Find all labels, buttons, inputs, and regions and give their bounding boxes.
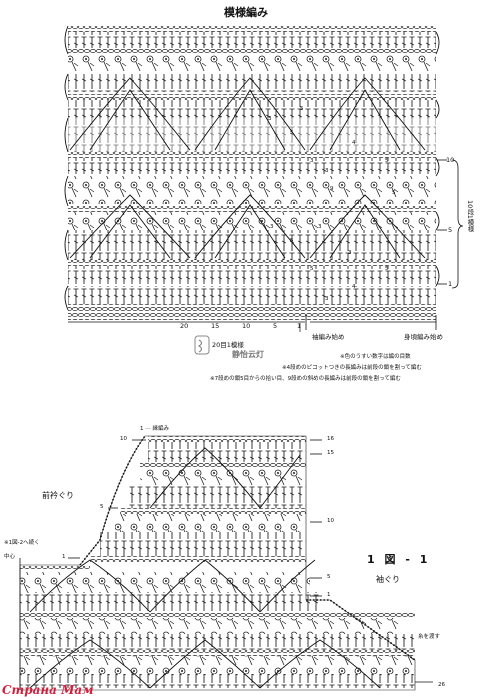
row-number: 3 bbox=[325, 168, 329, 174]
continue-note: ※1図-2へ続く bbox=[4, 540, 40, 546]
bottom-mark-26: 26 bbox=[438, 682, 445, 688]
right-mark-5: 5 bbox=[448, 226, 453, 234]
row-number: 4 bbox=[352, 284, 356, 290]
row-number: 3 bbox=[348, 250, 352, 256]
right-mark-1: 1 bbox=[327, 592, 331, 598]
row-number: 3 bbox=[310, 158, 314, 164]
armhole-label: 袖ぐり bbox=[376, 575, 400, 584]
pattern-repeat-bracket bbox=[451, 159, 464, 289]
stitch-count-15: 15 bbox=[211, 322, 220, 330]
note-line-3: ※7段めの鎖5目からの拾い目、9段めの斜めの長編みは前段の鎖を割って編む bbox=[210, 376, 401, 382]
note-line-1: ※色のうすい数字は編の目数 bbox=[340, 354, 411, 360]
edging-label: 1 ⋯ 縁編み bbox=[140, 426, 169, 432]
yarn-carry-note: 糸を渡す bbox=[418, 634, 441, 640]
row-number: 3 bbox=[325, 296, 329, 302]
row-number: 3 bbox=[318, 224, 322, 230]
left-mark-5: 5 bbox=[100, 504, 104, 510]
row-number: 5 bbox=[392, 190, 396, 196]
stitch-count-5: 5 bbox=[273, 322, 278, 330]
center-label: 中心 bbox=[4, 554, 16, 560]
row-number: 5 bbox=[310, 266, 314, 272]
row-number: 3 bbox=[270, 224, 274, 230]
right-mark-10: 10 bbox=[446, 156, 455, 164]
repeat-bracket-label: 10段1模様 bbox=[466, 200, 474, 232]
row-number: 5 bbox=[290, 238, 294, 244]
right-mark-15: 15 bbox=[327, 450, 334, 456]
repeat-width-label: 20目1模様 bbox=[212, 341, 244, 349]
row-number: 5 bbox=[385, 158, 389, 164]
bottom-pattern-chart bbox=[19, 435, 433, 691]
stamp-logo bbox=[194, 335, 210, 355]
right-mark-5: 5 bbox=[327, 574, 331, 580]
body-start-label: 身頃編み始め bbox=[404, 333, 443, 341]
stitch-count-1: 1 bbox=[297, 322, 302, 330]
left-mark-10: 10 bbox=[120, 436, 127, 442]
watermark-text: Страна Мам bbox=[2, 683, 94, 697]
right-mark-1: 1 bbox=[448, 280, 453, 288]
left-mark-1: 1 bbox=[62, 554, 66, 560]
stitch-count-10: 10 bbox=[242, 322, 251, 330]
right-mark-16: 16 bbox=[327, 436, 334, 442]
note-line-2: ※4段めのピコットつきの長編みは前段の鎖を割って編む bbox=[282, 365, 422, 371]
row-number: 4 bbox=[352, 140, 356, 146]
right-mark-10: 10 bbox=[327, 518, 334, 524]
stitch-count-20: 20 bbox=[180, 322, 189, 330]
row-number: 9 bbox=[330, 186, 334, 192]
stamp-text: 静怡云灯 bbox=[232, 350, 264, 359]
row-number: 5 bbox=[300, 106, 304, 112]
row-number: 5 bbox=[290, 130, 294, 136]
row-number: 5 bbox=[385, 266, 389, 272]
figure-label: 1 図 - 1 bbox=[367, 553, 431, 566]
row-number: 3 bbox=[268, 116, 272, 122]
front-neckline-label: 前衿ぐり bbox=[42, 491, 74, 500]
sleeve-start-label: 袖編み始め bbox=[312, 333, 345, 341]
top-pattern-chart bbox=[64, 25, 464, 332]
chart-title: 模様編み bbox=[224, 6, 268, 19]
